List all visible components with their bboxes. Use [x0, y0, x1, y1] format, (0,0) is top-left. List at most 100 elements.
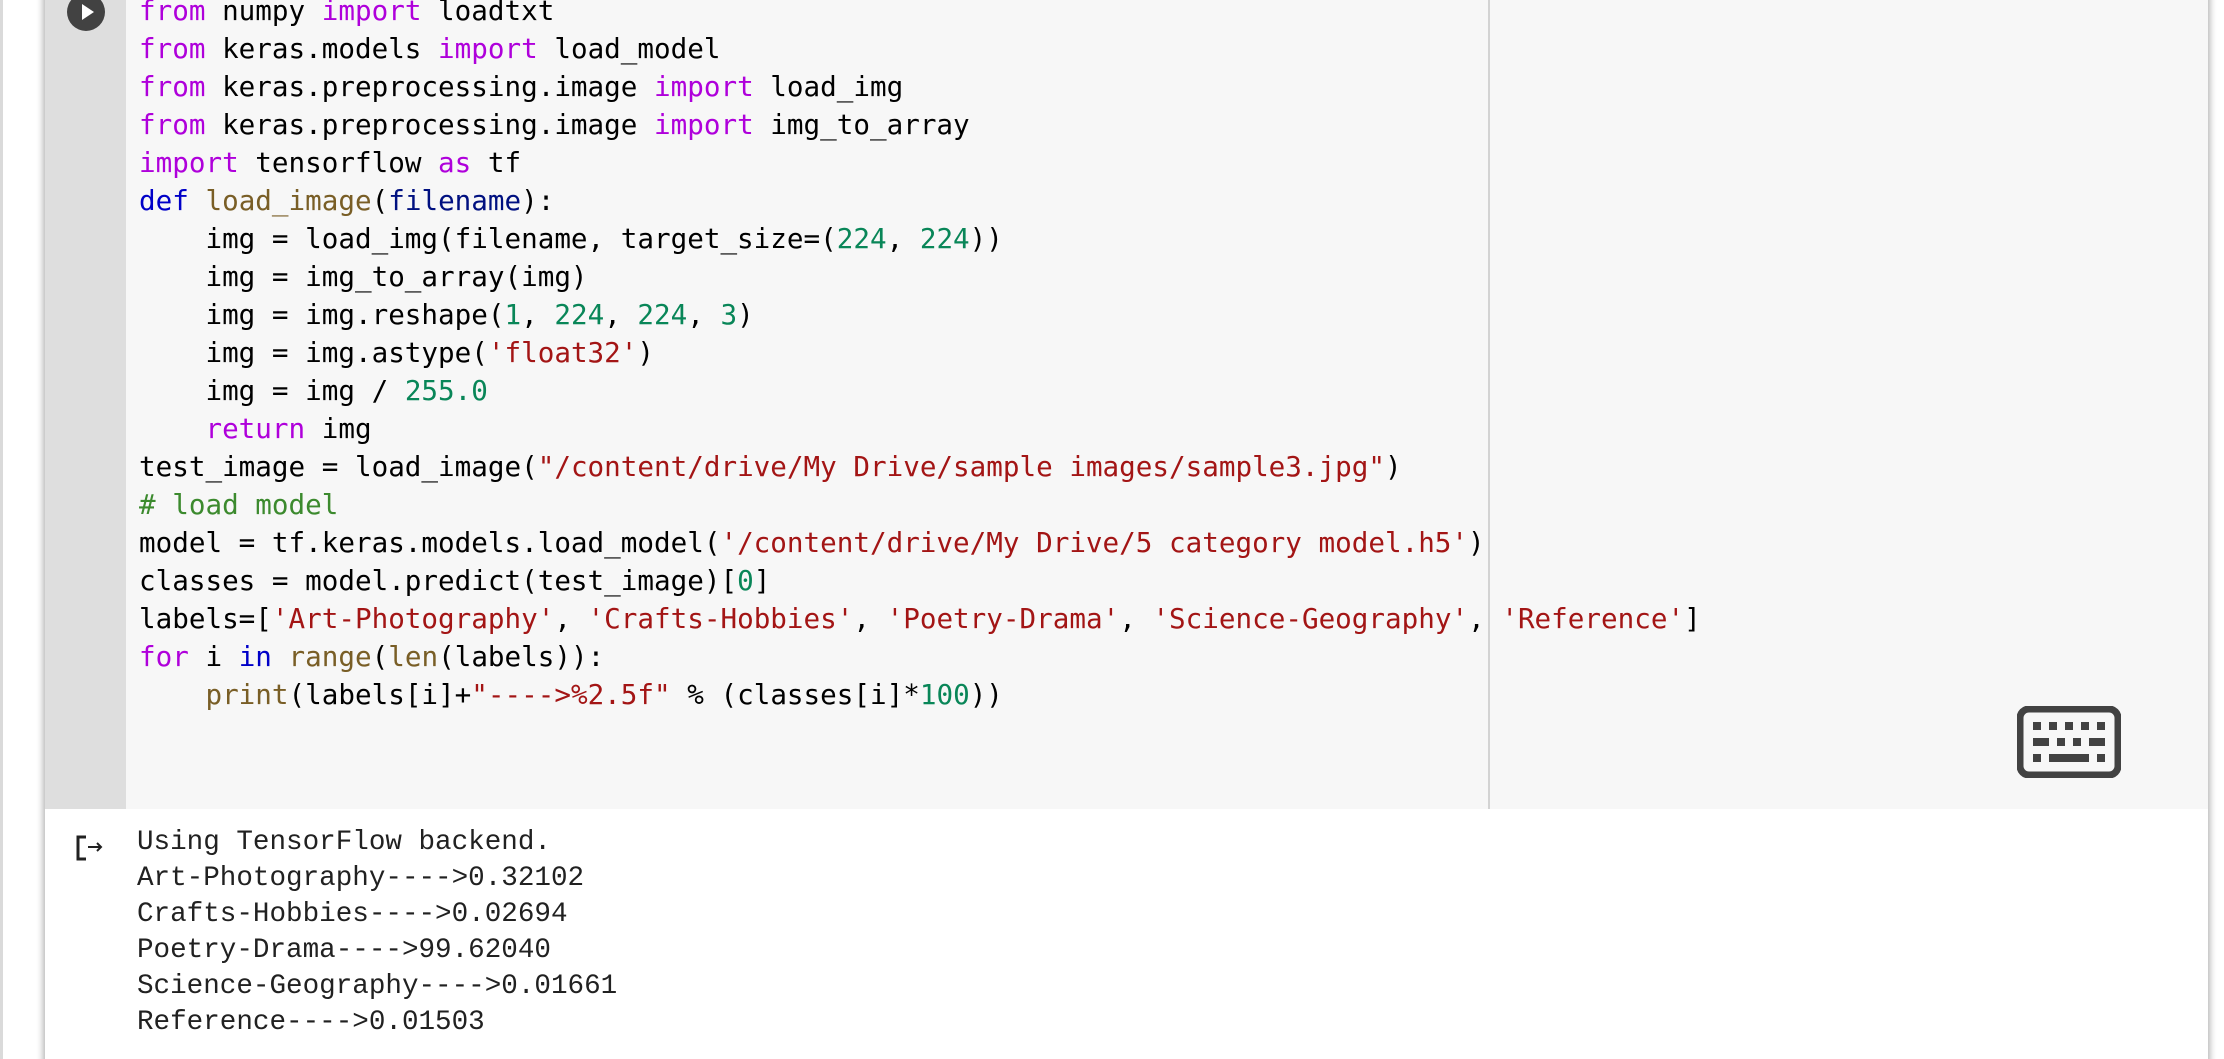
- keyboard-button[interactable]: [2017, 706, 2121, 778]
- column-ruler: [1488, 0, 1490, 809]
- code-token: def: [139, 184, 189, 217]
- code-token: filename: [388, 184, 522, 217]
- code-token: "---->%2.5f": [471, 678, 671, 711]
- code-token: 'Crafts-Hobbies': [587, 602, 854, 635]
- code-token: from: [139, 32, 206, 65]
- code-token: model = tf.keras.models.load_model(: [139, 526, 721, 559]
- code-token: ]: [1684, 602, 1701, 635]
- code-token: "/content/drive/My Drive/sample images/s…: [537, 450, 1385, 483]
- code-token: labels=[: [139, 602, 272, 635]
- code-token: loadtxt: [421, 0, 555, 27]
- code-line: from keras.preprocessing.image import im…: [139, 106, 1701, 144]
- code-line: return img: [139, 410, 1701, 448]
- output-line: Reference---->0.01503: [137, 1007, 485, 1038]
- code-token: )): [969, 678, 1003, 711]
- code-token: import: [654, 108, 754, 141]
- code-token: load_img: [753, 70, 904, 103]
- code-token: tensorflow: [238, 146, 439, 179]
- code-token: (: [371, 640, 389, 673]
- code-token: 255.0: [404, 374, 488, 407]
- code-token: in: [238, 640, 272, 673]
- code-line: from keras.models import load_model: [139, 30, 1701, 68]
- code-token: keras.models: [205, 32, 439, 65]
- code-token: tf: [471, 146, 522, 179]
- code-token: ,: [853, 602, 887, 635]
- cell-gutter: [45, 0, 126, 809]
- code-token: import: [321, 0, 422, 27]
- code-token: load_model: [537, 32, 721, 65]
- code-line: img = img / 255.0: [139, 372, 1701, 410]
- code-token: ,: [554, 602, 588, 635]
- code-token: ,: [886, 222, 920, 255]
- output-redirect-icon[interactable]: [75, 835, 105, 861]
- code-token: len: [388, 640, 439, 673]
- code-token: 224: [554, 298, 605, 331]
- code-token: 0: [737, 564, 754, 597]
- code-token: range: [288, 640, 372, 673]
- code-token: classes = model.predict(test_image)[: [139, 564, 738, 597]
- code-token: ,: [687, 298, 721, 331]
- code-token: [189, 184, 206, 217]
- code-line: from numpy import loadtxt: [139, 0, 1701, 30]
- keyboard-icon: [2017, 706, 2121, 778]
- code-token: 224: [919, 222, 970, 255]
- code-token: print: [205, 678, 289, 711]
- code-token: ): [1468, 526, 1485, 559]
- code-token: )): [969, 222, 1003, 255]
- code-token: import: [139, 146, 239, 179]
- code-token: 224: [637, 298, 688, 331]
- code-token: img = img_to_array(img): [139, 260, 588, 293]
- code-token: 1: [504, 298, 522, 331]
- code-token: 3: [720, 298, 738, 331]
- code-token: ):: [521, 184, 555, 217]
- code-token: img_to_array: [753, 108, 970, 141]
- play-icon: [82, 4, 94, 20]
- code-token: 'float32': [487, 336, 638, 369]
- code-token: ,: [604, 298, 638, 331]
- code-token: 100: [919, 678, 970, 711]
- code-token: '/content/drive/My Drive/5 category mode…: [720, 526, 1469, 559]
- code-token: img = img.reshape(: [139, 298, 505, 331]
- output-text: Using TensorFlow backend.Art-Photography…: [137, 825, 617, 1041]
- code-token: as: [438, 146, 472, 179]
- cell-output: Using TensorFlow backend.Art-Photography…: [45, 809, 2208, 1059]
- code-line: def load_image(filename):: [139, 182, 1701, 220]
- code-token: [272, 640, 289, 673]
- output-icon-svg: [76, 835, 103, 861]
- code-token: return: [205, 412, 306, 445]
- code-line: classes = model.predict(test_image)[0]: [139, 562, 1701, 600]
- code-line: labels=['Art-Photography', 'Crafts-Hobbi…: [139, 600, 1701, 638]
- code-token: from: [139, 0, 206, 27]
- code-token: from: [139, 108, 206, 141]
- code-token: 'Science-Geography': [1152, 602, 1469, 635]
- code-token: [139, 412, 205, 445]
- page-left-border: [0, 0, 3, 1059]
- code-token: % (classes[i]*: [670, 678, 920, 711]
- code-line: img = load_img(filename, target_size=(22…: [139, 220, 1701, 258]
- code-token: keras.preprocessing.image: [205, 70, 654, 103]
- code-token: img = img /: [139, 374, 405, 407]
- output-line: Using TensorFlow backend.: [137, 827, 551, 858]
- code-token: 224: [836, 222, 887, 255]
- code-line: import tensorflow as tf: [139, 144, 1701, 182]
- code-line: img = img.astype('float32'): [139, 334, 1701, 372]
- code-token: keras.preprocessing.image: [205, 108, 654, 141]
- code-token: ): [1384, 450, 1402, 483]
- code-line: for i in range(len(labels)):: [139, 638, 1701, 676]
- code-token: ): [637, 336, 655, 369]
- code-line: # load model: [139, 486, 1701, 524]
- run-cell-button[interactable]: [67, 0, 105, 31]
- code-token: numpy: [205, 0, 322, 27]
- code-token: # load model: [139, 488, 339, 521]
- output-line: Crafts-Hobbies---->0.02694: [137, 899, 568, 930]
- code-token: img = load_img(filename, target_size=(: [139, 222, 837, 255]
- code-token: load_image: [205, 184, 372, 217]
- code-token: ,: [1468, 602, 1502, 635]
- output-line: Science-Geography---->0.01661: [137, 971, 618, 1002]
- code-token: 'Art-Photography': [271, 602, 555, 635]
- code-token: import: [438, 32, 538, 65]
